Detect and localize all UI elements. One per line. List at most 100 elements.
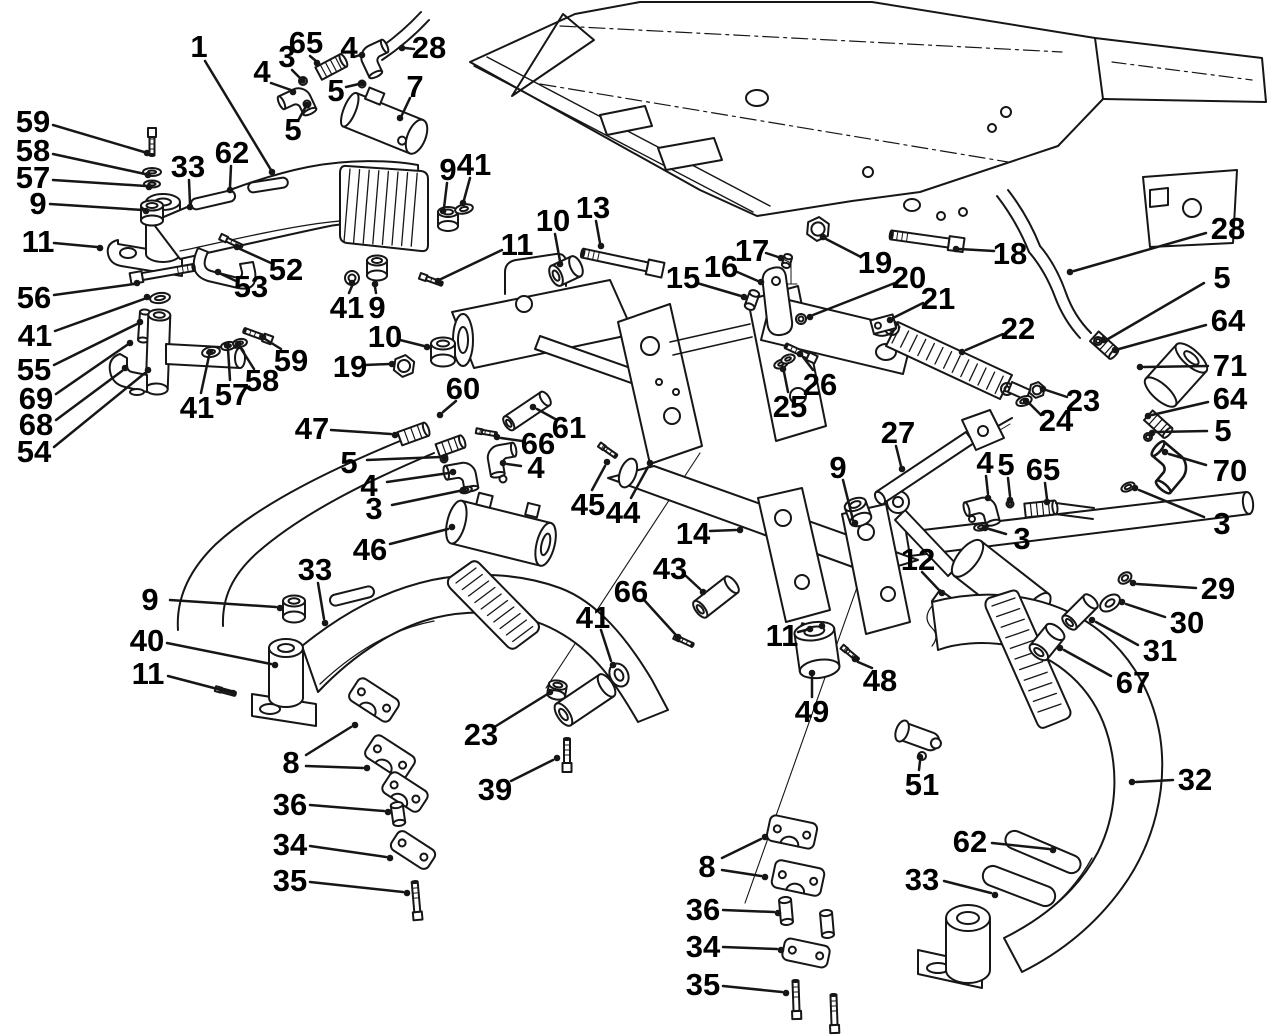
part-number-label: 36	[686, 892, 720, 927]
leader-dot	[806, 313, 814, 321]
leader-dot	[1100, 336, 1108, 344]
part-number-label: 11	[501, 227, 534, 262]
leader-dot	[441, 453, 449, 461]
leader-line	[226, 347, 232, 382]
part-number-label: 5	[284, 112, 301, 147]
leader-dot	[403, 889, 411, 897]
callout-10-30: 10	[368, 319, 431, 354]
leader-dot	[423, 343, 431, 351]
part-number-label: 25	[773, 389, 807, 424]
callout-10-35: 10	[536, 203, 570, 268]
leader-dot	[143, 293, 151, 301]
callout-48-91: 48	[851, 655, 897, 698]
leader-dot	[391, 431, 399, 439]
part-number-label: 9	[439, 152, 456, 187]
callout-26-47: 26	[796, 350, 837, 402]
leader-line	[199, 354, 211, 395]
leader-dot	[388, 360, 396, 368]
leader-dot	[1006, 496, 1014, 504]
callout-61-60: 61	[529, 403, 586, 445]
callout-8-87: 8	[282, 721, 371, 780]
leader-dot	[351, 721, 359, 729]
leader-line	[782, 370, 790, 394]
part-number-label: 29	[1201, 571, 1235, 606]
leader-line	[720, 837, 763, 860]
leader-dot	[363, 764, 371, 772]
part-number-label: 54	[17, 434, 52, 469]
leader-line	[219, 272, 238, 283]
part-number-label: 9	[141, 582, 158, 617]
leader-line	[51, 152, 147, 176]
leader-line	[1154, 429, 1209, 434]
part-number-label: 57	[16, 160, 50, 195]
part-number-label: 1	[190, 29, 207, 64]
leader-line	[52, 282, 136, 297]
leader-dot	[321, 619, 329, 627]
callout-33-14: 33	[171, 149, 205, 211]
part-number-label: 16	[704, 249, 738, 284]
leader-line	[796, 628, 808, 634]
part-number-label: 59	[16, 104, 50, 139]
part-number-label: 70	[1213, 453, 1247, 488]
leader-dot	[298, 76, 306, 84]
callout-59-9: 59	[16, 104, 151, 157]
leader-line	[721, 984, 784, 994]
callout-67-96: 67	[1056, 644, 1150, 700]
part-number-label: 4	[976, 445, 994, 480]
callout-41-78: 41	[576, 600, 617, 669]
leader-dot	[740, 293, 748, 301]
leader-line	[238, 247, 273, 265]
callout-28-51: 28	[1066, 211, 1245, 276]
part-number-label: 43	[653, 551, 687, 586]
part-number-label: 59	[274, 343, 308, 378]
leader-line	[856, 660, 874, 670]
leader-dot	[938, 589, 946, 597]
leader-dot	[214, 268, 222, 276]
part-number-label: 22	[1001, 311, 1035, 346]
part-number-label: 4	[360, 468, 378, 503]
part-number-label: 3	[278, 39, 295, 74]
part-number-label: 65	[1026, 452, 1060, 487]
part-number-label: 68	[19, 407, 53, 442]
callout-4-64: 4	[360, 468, 457, 503]
callout-65-3: 65	[289, 25, 323, 67]
leader-dot	[984, 494, 992, 502]
part-number-label: 11	[22, 224, 55, 259]
leader-dot	[436, 411, 444, 419]
leader-dot	[916, 753, 924, 761]
leader-line	[388, 527, 450, 546]
leader-dot	[952, 245, 960, 253]
callout-34-102: 34	[686, 929, 785, 964]
leader-dot	[142, 207, 150, 215]
leader-dot	[553, 754, 561, 762]
callout-19-31: 19	[333, 349, 396, 384]
leader-dot	[303, 101, 311, 109]
leader-line	[1106, 281, 1206, 341]
part-number-label: 41	[457, 147, 491, 182]
callout-51-92: 51	[905, 753, 939, 802]
leader-dot	[806, 625, 814, 633]
leader-dot	[886, 316, 894, 324]
leader-dot	[459, 486, 467, 494]
leader-dot	[439, 207, 447, 215]
leader-line	[187, 178, 192, 206]
leader-dot	[981, 524, 989, 532]
leader-dot	[674, 633, 682, 641]
callout-11-86: 11	[132, 656, 237, 697]
part-number-label: 14	[676, 516, 711, 551]
part-number-label: 65	[289, 25, 323, 60]
callout-44-69: 44	[606, 459, 654, 530]
leader-line	[462, 176, 472, 202]
leader-dot	[143, 149, 151, 157]
part-number-label: 35	[273, 863, 307, 898]
leader-line	[347, 284, 354, 295]
callout-54-23: 54	[17, 366, 152, 469]
leader-line	[505, 462, 523, 468]
callout-16-38: 16	[704, 249, 765, 286]
leader-line	[52, 241, 99, 249]
leader-dot	[646, 459, 654, 467]
leader-line	[957, 247, 996, 253]
part-number-label: 7	[406, 69, 423, 104]
callout-3-2: 3	[278, 39, 306, 84]
